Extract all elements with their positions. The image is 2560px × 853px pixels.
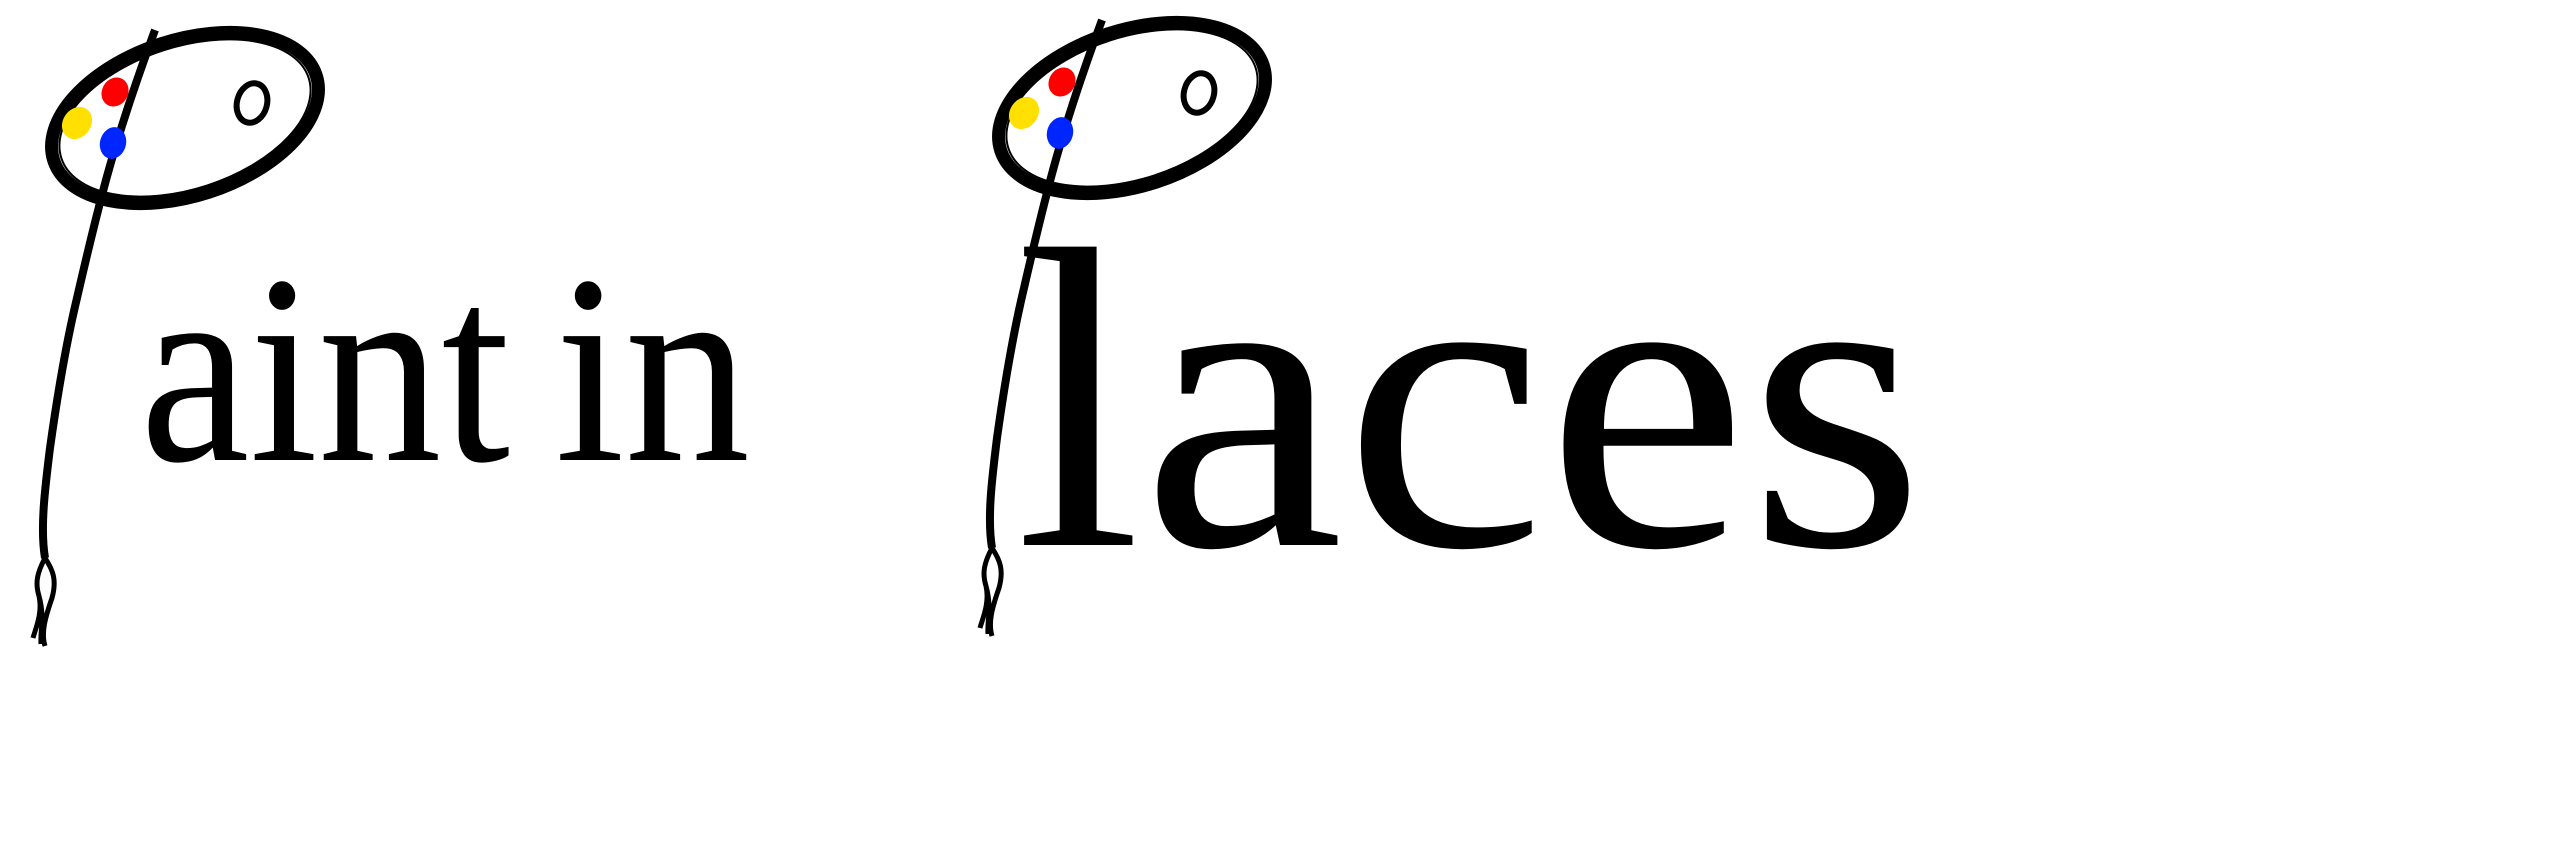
logo-text-in: in [555,220,750,519]
logo-text-laces: laces [1015,163,1925,639]
logo-text-aint: aint [140,220,511,519]
